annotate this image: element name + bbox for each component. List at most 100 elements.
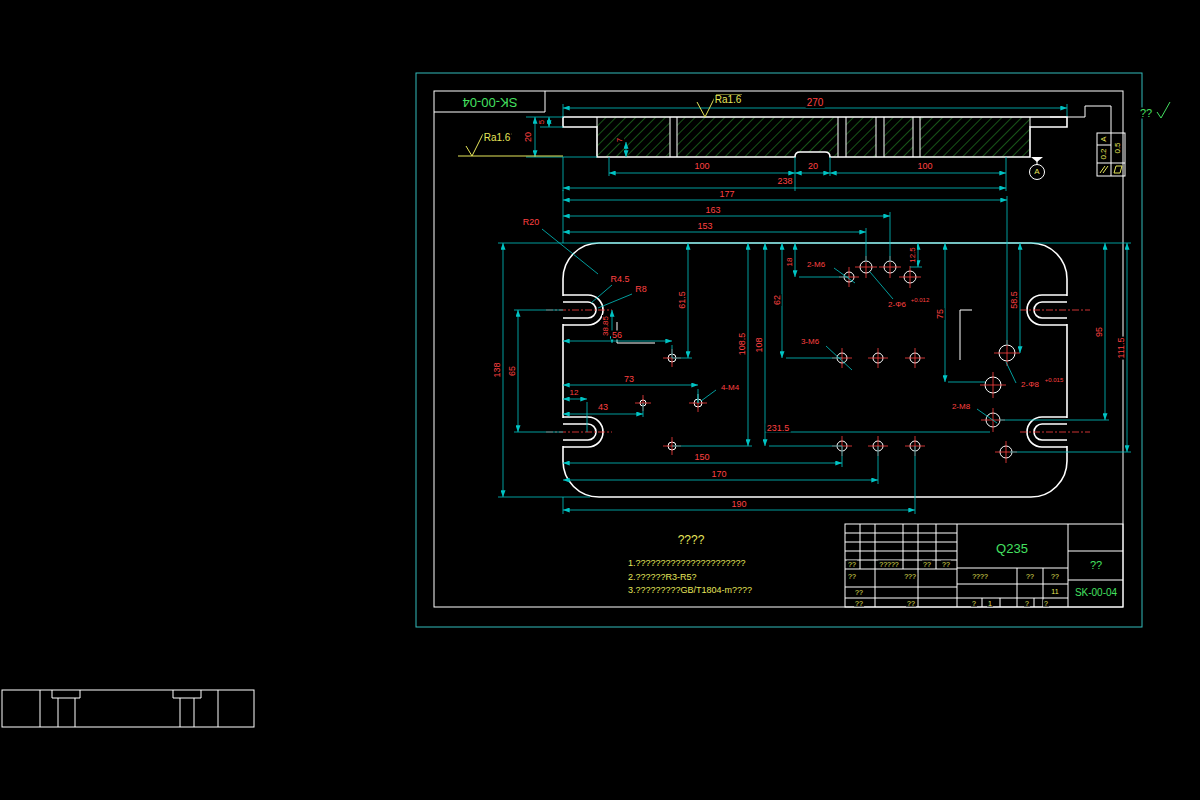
plan-dimensions [672, 277, 849, 446]
title-block-text: ?? [847, 573, 857, 580]
dimension-text: 2-M8 [951, 403, 971, 411]
plan-view [635, 256, 1020, 463]
dimension-text: 20 [807, 162, 819, 171]
dimension-text: 0.2 [1100, 147, 1108, 160]
section-view [876, 117, 884, 157]
dimension-text: 170 [710, 470, 727, 479]
tolerance-frame [1030, 106, 1126, 180]
tolerance-frame [1030, 165, 1045, 180]
plan-dimensions [563, 446, 915, 514]
title-block-text: ?? [847, 561, 857, 568]
plan-dimensions [910, 267, 922, 268]
section-dimensions [563, 188, 1006, 189]
section-view [670, 117, 920, 157]
dimension-text: 270 [806, 98, 825, 108]
sheet-frame [434, 91, 545, 112]
plan-dimensions [503, 243, 504, 497]
side-view [40, 690, 218, 727]
dimension-text: 0.5 [1114, 141, 1122, 154]
plan-dimensions [688, 243, 689, 358]
dimension-text: 190 [730, 500, 747, 509]
dimension-text: A [1033, 168, 1040, 176]
dimension-text: 61.5 [678, 290, 687, 310]
plan-dimensions [563, 463, 842, 464]
roughness-symbol [697, 95, 742, 117]
title-block-text: ? [971, 600, 977, 607]
title-block [845, 524, 1123, 607]
side-view [2, 690, 254, 727]
plan-view [563, 243, 1067, 497]
dimension-text: 3-M6 [800, 338, 820, 346]
dimension-text: 38.85 [602, 315, 610, 337]
section-view [838, 117, 846, 157]
dimension-text: 2-Φ8 [1020, 381, 1040, 389]
sheet-frame [416, 73, 1142, 627]
plan-dimensions [498, 243, 1131, 497]
roughness-symbol [458, 156, 563, 157]
plan-dimensions [782, 243, 783, 358]
section-dimensions [535, 117, 536, 157]
plan-dimensions [563, 232, 866, 233]
plan-dimensions [563, 341, 672, 342]
dimension-text: 75 [936, 308, 945, 320]
title-block-text: SK-00-04 [1074, 588, 1118, 598]
note-text: ???? [677, 534, 706, 546]
dimension-text: 231.5 [766, 424, 791, 433]
plan-view [640, 261, 1015, 458]
dimension-text: 56 [611, 331, 623, 340]
dimension-text: +0.012 [910, 297, 931, 303]
title-block-text: ????? [878, 561, 899, 568]
dimension-text: Ra1.6 [714, 95, 743, 105]
tolerance-frame [1114, 166, 1122, 173]
dimension-text: 150 [693, 453, 710, 462]
plan-view [546, 310, 1090, 432]
title-block-text: ?? [854, 589, 864, 596]
dimension-text: 5 [538, 119, 546, 125]
title-block-text: 11 [1050, 588, 1059, 595]
tolerance-frame [1097, 133, 1125, 176]
plan-dimensions [563, 200, 1007, 201]
plan-dimensions [498, 190, 1131, 514]
note-text: 3.?????????GB/T1804-m???? [627, 586, 753, 595]
dimension-text: ?? [1139, 108, 1153, 119]
dimension-text: 100 [916, 162, 933, 171]
title-block-text: Q235 [995, 542, 1029, 555]
plan-dimensions [765, 243, 766, 446]
section-dimensions [626, 142, 627, 157]
title-block-text: ?? [854, 600, 864, 607]
section-view [597, 117, 1030, 157]
dimension-text: 20 [524, 131, 533, 143]
dimension-text: R4.5 [609, 275, 630, 284]
title-block-text: ?? [906, 600, 916, 607]
dimension-text: 12.5 [909, 246, 917, 264]
note-text: 1.?????????????????????? [627, 559, 747, 568]
section-view [670, 117, 677, 157]
plan-dimensions [1105, 243, 1106, 420]
sheet-frame [416, 73, 1142, 627]
dimension-text: 95 [1095, 326, 1104, 338]
dimension-text: 18 [786, 257, 794, 268]
roughness-symbol [1157, 102, 1170, 118]
plan-dimensions [563, 399, 587, 400]
section-view [913, 117, 920, 157]
title-block-text: ? [1024, 600, 1030, 607]
dimension-text: 7 [616, 137, 624, 143]
dimension-text: +0.015 [1044, 377, 1065, 383]
section-dimensions [526, 117, 597, 157]
plan-dimensions [563, 414, 643, 415]
plan-dimensions [795, 243, 796, 277]
dimension-text: A [1100, 135, 1108, 142]
roughness-symbol [458, 95, 1170, 156]
plan-dimensions [945, 243, 946, 382]
dimension-text: 43 [597, 403, 609, 412]
section-dimensions [563, 157, 1006, 191]
plan-dimensions [918, 243, 919, 267]
plan-view [617, 310, 972, 360]
dimension-text: 238 [776, 177, 793, 186]
plan-dimensions [948, 382, 985, 383]
dimension-text: 62 [773, 294, 782, 306]
note-text: 2.??????R3-R5? [627, 573, 698, 582]
plan-view [546, 243, 1090, 497]
